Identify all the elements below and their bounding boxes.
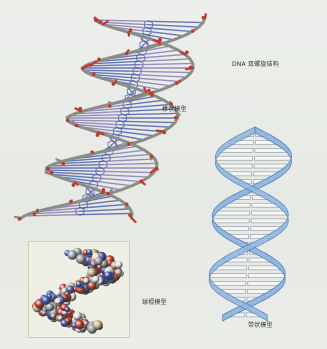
dna-space-filling-model-image [32, 247, 124, 334]
ribbon-model-label: 带状模型 [248, 322, 273, 329]
stick-model-label: 棒状模型 [162, 106, 187, 113]
space-filling-model-panel [28, 241, 130, 338]
diagram-title: DNA 双螺旋结构 [232, 61, 279, 68]
space-filling-model-label: 球棍模型 [142, 299, 167, 306]
